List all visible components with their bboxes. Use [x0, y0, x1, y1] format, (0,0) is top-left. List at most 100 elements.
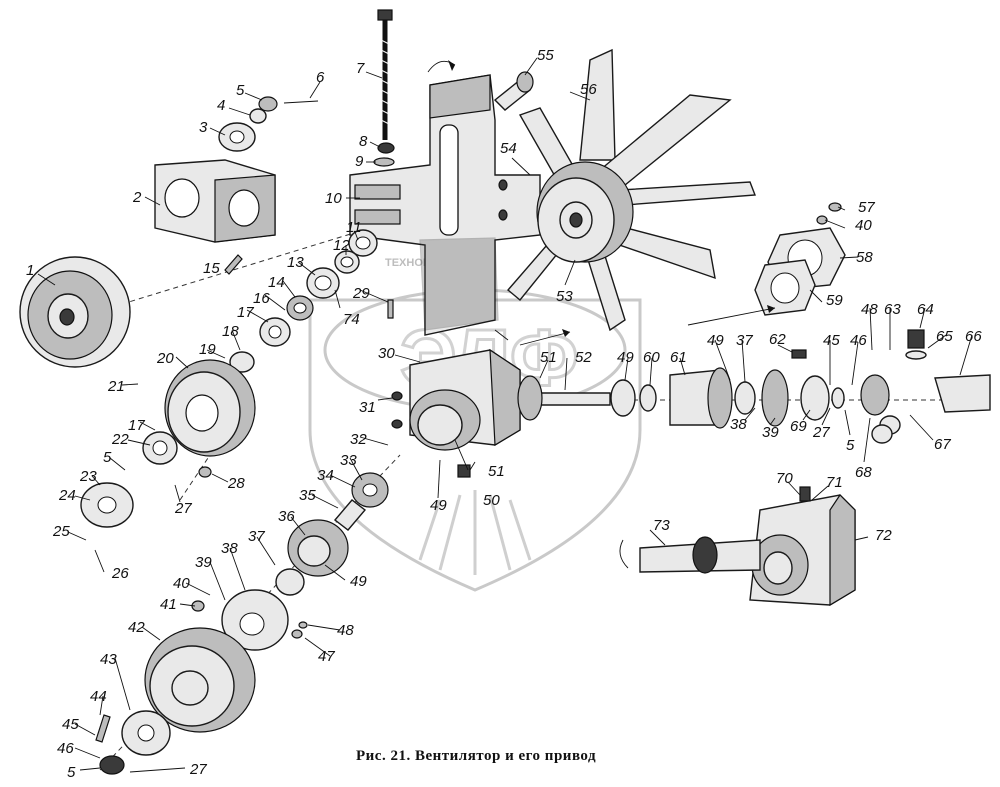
part-12-ring — [334, 250, 360, 274]
part-72-gearbox-assembly — [619, 494, 856, 607]
callout: 45 — [62, 716, 79, 733]
callout: 51 — [540, 349, 557, 366]
callout: 66 — [965, 328, 982, 345]
callout: 26 — [111, 565, 129, 582]
callout: 59 — [826, 292, 843, 309]
callout: 18 — [222, 323, 239, 340]
callout: 62 — [769, 331, 786, 348]
callout: 27 — [174, 500, 192, 517]
callout: 46 — [57, 740, 74, 757]
part-50-bolt — [457, 464, 471, 478]
part-39-flange-right — [761, 369, 789, 427]
callout: 3 — [199, 119, 208, 136]
callout: 5 — [236, 82, 245, 99]
part-46-5-nut — [99, 755, 125, 775]
part-69-45-disc — [800, 375, 845, 421]
part-4-washer — [249, 108, 267, 124]
callout: 58 — [856, 249, 873, 266]
callout: 25 — [52, 523, 70, 540]
callout: 46 — [850, 332, 867, 349]
callout: 70 — [776, 470, 793, 487]
callout: 48 — [337, 622, 354, 639]
callout: 39 — [762, 424, 779, 441]
part-14-16-bearing — [286, 295, 314, 321]
part-23-24-flange — [80, 482, 134, 528]
part-11-ring — [348, 229, 378, 257]
callout: 2 — [132, 189, 142, 206]
callout: 24 — [58, 487, 76, 504]
callout: 47 — [318, 648, 335, 665]
part-55-shaft — [493, 71, 534, 111]
callout: 16 — [253, 290, 270, 307]
callout: 51 — [488, 463, 505, 480]
callout: 57 — [858, 199, 875, 216]
callout: 55 — [537, 47, 554, 64]
part-67-spider — [871, 415, 901, 444]
part-3-flange — [218, 122, 256, 152]
callout: 37 — [736, 332, 753, 349]
callout: 40 — [855, 217, 872, 234]
callout: 27 — [812, 424, 830, 441]
part-49-51-bevel-housing — [409, 389, 481, 451]
part-33-bevel-gear — [351, 472, 389, 508]
part-61-sleeve — [669, 367, 733, 429]
rotation-arrow-top — [427, 60, 456, 73]
callout: 5 — [67, 764, 76, 781]
callout: 27 — [189, 761, 207, 778]
part-70-71-breather — [799, 486, 811, 502]
callout: 20 — [156, 350, 174, 367]
part-37-ring — [275, 568, 305, 596]
callout: 35 — [299, 487, 316, 504]
callout: 50 — [483, 492, 500, 509]
part-42-pulley — [144, 627, 256, 733]
part-13-bearing — [306, 267, 340, 299]
callout: 49 — [707, 332, 724, 349]
part-43-flange — [121, 710, 171, 756]
callout: 49 — [617, 349, 634, 366]
figure-caption: Рис. 21. Вентилятор и его привод — [356, 748, 597, 764]
part-17-bearing — [259, 317, 291, 347]
part-64-65-cup — [905, 329, 927, 360]
part-49-bearing-right — [610, 379, 636, 417]
part-15-bolt — [224, 254, 243, 275]
part-37-38-bearing-right — [734, 381, 756, 415]
callout: 42 — [128, 619, 145, 636]
callout: 56 — [580, 81, 597, 98]
part-6-cotter-pin — [283, 100, 319, 104]
part-35-shaft — [333, 499, 367, 531]
callout: 68 — [855, 464, 872, 481]
callout: 45 — [823, 332, 840, 349]
part-18-19-ring — [229, 351, 255, 373]
leader-lines — [37, 57, 973, 773]
callout: 34 — [317, 467, 334, 484]
callout: 60 — [643, 349, 660, 366]
part-54-fan-hub-pulley — [536, 161, 634, 263]
callout-numbers: 1 2 3 4 5 6 7 8 9 10 11 12 13 14 15 16 1… — [26, 47, 982, 781]
callout: 43 — [100, 651, 117, 668]
callout: 39 — [195, 554, 212, 571]
callout: 73 — [653, 517, 670, 534]
callout: 31 — [359, 399, 376, 416]
callout: 1 — [26, 262, 34, 279]
callout: 72 — [875, 527, 892, 544]
callout: 15 — [203, 260, 220, 277]
callout: 29 — [352, 285, 370, 302]
part-47-48-bolt — [291, 621, 308, 639]
callout: 64 — [917, 301, 934, 318]
part-28-bolt — [198, 466, 212, 478]
part-7-long-bolt — [377, 9, 393, 140]
callout: 36 — [278, 508, 295, 525]
callout: 40 — [173, 575, 190, 592]
callout: 74 — [343, 311, 360, 328]
part-22-bearing — [142, 431, 178, 465]
callout: 17 — [128, 417, 145, 434]
callout: 6 — [316, 69, 325, 86]
callout: 5 — [846, 437, 855, 454]
callout: 22 — [111, 431, 129, 448]
connection-arrows — [494, 305, 776, 346]
part-5-nut — [258, 96, 278, 112]
part-62-plug — [791, 349, 807, 359]
callout: 11 — [346, 219, 362, 236]
callout: 9 — [355, 153, 364, 170]
